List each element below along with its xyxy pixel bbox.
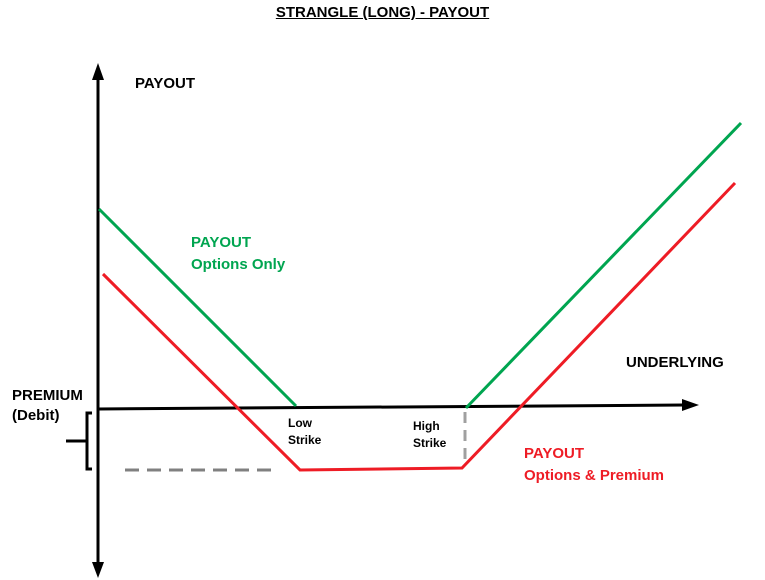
options-only-line1: PAYOUT (191, 234, 252, 251)
options-premium-line2: Options & Premium (524, 467, 665, 484)
options-premium-line1: PAYOUT (524, 445, 585, 462)
high-strike-line2: Strike (413, 436, 447, 450)
premium-label-line2: (Debit) (12, 407, 60, 424)
premium-label-line1: PREMIUM (12, 387, 83, 404)
high-strike-line1: High (413, 419, 440, 433)
green-payout-left-leg (97, 207, 298, 408)
red-payout-line (101, 181, 737, 472)
x-axis-label: UNDERLYING (626, 354, 724, 371)
y-axis-arrow-up (92, 63, 104, 80)
low-strike-label: Low Strike (288, 415, 321, 449)
premium-bracket (66, 411, 92, 471)
x-axis-arrow (682, 399, 699, 411)
chart-title: STRANGLE (LONG) - PAYOUT (275, 4, 490, 21)
green-payout-right-leg (464, 121, 743, 410)
y-axis-label: PAYOUT (135, 75, 196, 92)
low-strike-line1: Low (288, 416, 312, 430)
x-axis (97, 403, 685, 411)
premium-label: PREMIUM (Debit) (12, 386, 83, 426)
high-strike-label: High Strike (413, 418, 446, 452)
options-only-line2: Options Only (191, 256, 286, 273)
y-axis-arrow-down (92, 562, 104, 578)
options-only-label: PAYOUT Options Only (191, 232, 285, 276)
options-premium-label: PAYOUT Options & Premium (524, 443, 664, 487)
low-strike-line2: Strike (288, 433, 322, 447)
